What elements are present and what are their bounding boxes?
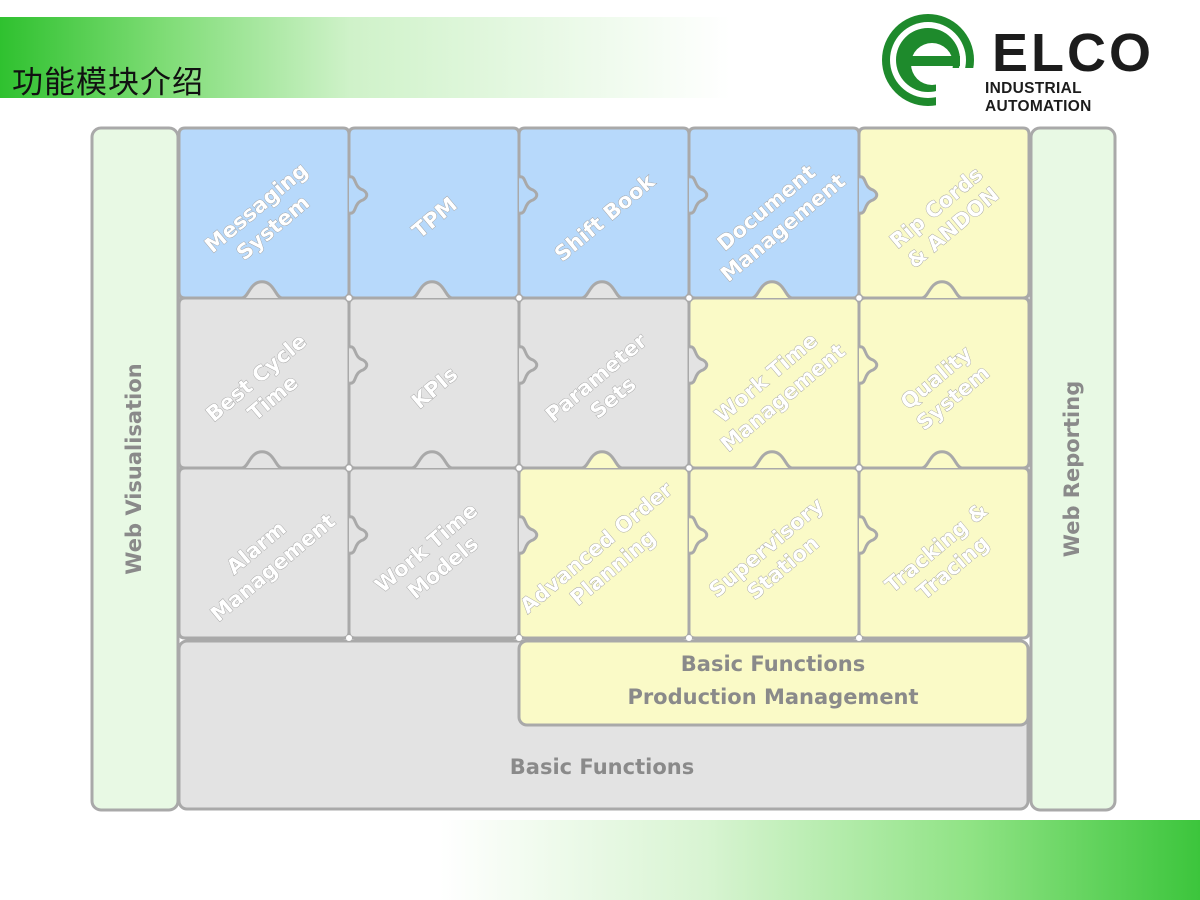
- puzzle-tab: [241, 450, 283, 470]
- bottom-band: [440, 820, 1200, 900]
- web-reporting-bar: [1029, 126, 1117, 812]
- puzzle-tab: [688, 515, 709, 555]
- puzzle-tab: [581, 280, 623, 300]
- puzzle-tab: [411, 450, 453, 470]
- basic-production-label-line2: Production Management: [627, 685, 918, 709]
- grid-joint: [516, 635, 522, 641]
- grid-joint: [854, 463, 864, 473]
- elco-logo: ELCO INDUSTRIAL AUTOMATION: [880, 12, 1185, 115]
- web-visualisation-label: Web Visualisation: [122, 363, 146, 574]
- puzzle-tab: [581, 450, 623, 470]
- puzzle-tab: [921, 280, 963, 300]
- puzzle-tab: [688, 345, 709, 385]
- basic-production-block: [517, 639, 1030, 727]
- puzzle-tab: [411, 280, 453, 300]
- slide-title: 功能模块介绍: [12, 65, 204, 101]
- puzzle-tab: [921, 450, 963, 470]
- puzzle-tab: [751, 450, 793, 470]
- grid-joint: [514, 293, 524, 303]
- grid-joint: [684, 463, 694, 473]
- puzzle-tab: [751, 280, 793, 300]
- basic-functions-label: Basic Functions: [510, 755, 694, 779]
- logo-tagline: INDUSTRIAL AUTOMATION: [985, 80, 1092, 115]
- grid-joint: [684, 293, 694, 303]
- puzzle-tab: [241, 280, 283, 300]
- grid-joints: [344, 293, 864, 641]
- web-reporting-label: Web Reporting: [1060, 381, 1084, 557]
- title-band: [0, 17, 730, 98]
- web-visualisation-bar: [90, 126, 180, 812]
- puzzle-tab: [348, 345, 369, 385]
- elco-logo-icon: [882, 14, 976, 108]
- puzzle-tab: [348, 515, 369, 555]
- puzzle-tab: [858, 345, 879, 385]
- puzzle-tab: [858, 515, 879, 555]
- puzzle-tab: [518, 345, 539, 385]
- grid-joint: [856, 635, 862, 641]
- puzzle-tab: [688, 175, 709, 215]
- grid-joint: [686, 635, 692, 641]
- puzzle-tab: [518, 175, 539, 215]
- puzzle-tab: [348, 175, 369, 215]
- logo-wordmark: ELCO: [992, 23, 1155, 83]
- puzzle-tab: [858, 175, 879, 215]
- grid-joint: [346, 635, 352, 641]
- grid-joint: [344, 293, 354, 303]
- grid-joint: [514, 463, 524, 473]
- basic-production-label-line1: Basic Functions: [681, 652, 865, 676]
- puzzle-tab: [518, 515, 539, 555]
- grid-joint: [344, 463, 354, 473]
- grid-joint: [854, 293, 864, 303]
